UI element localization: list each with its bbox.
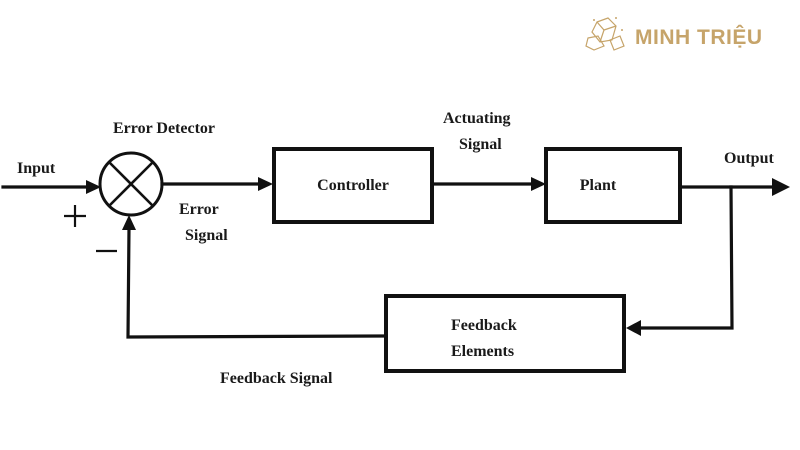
plus-sign bbox=[64, 205, 86, 227]
brand-logo: MINH TRIỆU bbox=[585, 17, 763, 51]
crystal-logo-icon bbox=[585, 17, 625, 51]
controller-block bbox=[272, 147, 434, 224]
input-arrowhead bbox=[86, 180, 101, 194]
error-signal-label-line1: Error bbox=[179, 201, 219, 218]
output-arrowhead bbox=[772, 178, 790, 196]
input-label: Input bbox=[17, 160, 56, 177]
plant-block bbox=[544, 147, 682, 224]
feedback-signal-line bbox=[126, 226, 388, 339]
feedback-input-arrowhead bbox=[626, 320, 641, 336]
feedback-path-line bbox=[636, 185, 734, 330]
brand-name: MINH TRIỆU bbox=[635, 25, 763, 49]
error-signal-arrowhead bbox=[258, 177, 273, 191]
actuating-signal-label-line2: Signal bbox=[459, 136, 502, 153]
error-detector-junction bbox=[98, 151, 164, 217]
feedback-elements-label-line2: Elements bbox=[451, 343, 514, 360]
error-signal-label-line2: Signal bbox=[185, 227, 228, 244]
feedback-signal-label: Feedback Signal bbox=[220, 370, 333, 387]
output-label: Output bbox=[724, 150, 774, 167]
error-detector-label: Error Detector bbox=[113, 120, 215, 137]
actuating-signal-label-line1: Actuating bbox=[443, 110, 511, 127]
feedback-signal-arrowhead bbox=[122, 215, 136, 230]
actuating-signal-arrowhead bbox=[531, 177, 546, 191]
plant-label: Plant bbox=[580, 177, 617, 194]
feedback-elements-block bbox=[384, 294, 626, 373]
feedback-elements-label-line1: Feedback bbox=[451, 317, 517, 334]
controller-label: Controller bbox=[317, 177, 389, 194]
